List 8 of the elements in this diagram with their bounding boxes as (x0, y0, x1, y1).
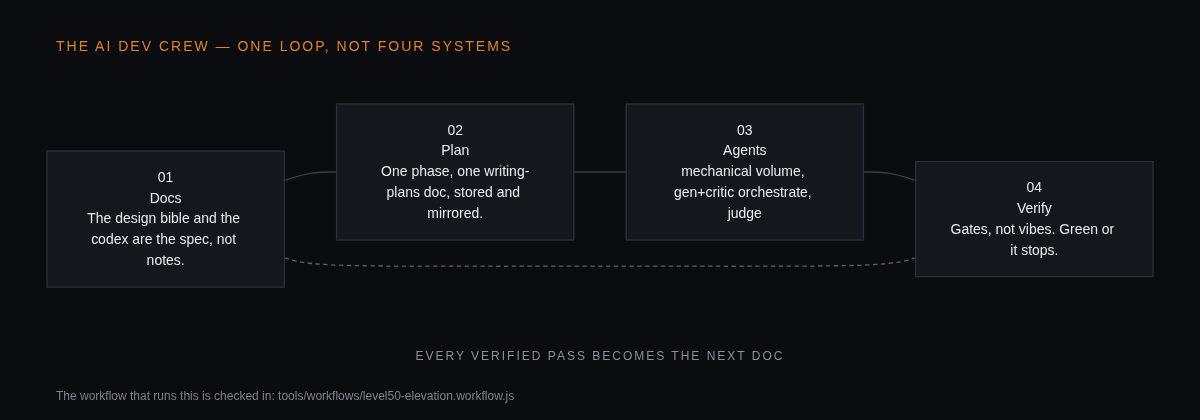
node-box: 02 Plan One phase, one writing-plans doc, stored and mirrored. (335, 103, 575, 242)
connector (573, 171, 627, 174)
node-box: 01 Docs The design bible and the codex are the spec, not notes. (46, 150, 285, 289)
footnote: The workflow that runs this is checked in: tools/workflows/level50-elevation.workflow.js (56, 389, 515, 403)
node-box: 03 Agents mechanical volume, gen+critic orchestrate, judge (625, 103, 865, 242)
loop-note: EVERY VERIFIED PASS BECOMES THE NEXT DOC (415, 349, 785, 363)
node-box: 04 Verify Gates, not vibes. Green or it stops. (915, 161, 1154, 278)
diagram-title: THE AI DEV CREW — ONE LOOP, NOT FOUR SYSTEMS (56, 38, 513, 54)
